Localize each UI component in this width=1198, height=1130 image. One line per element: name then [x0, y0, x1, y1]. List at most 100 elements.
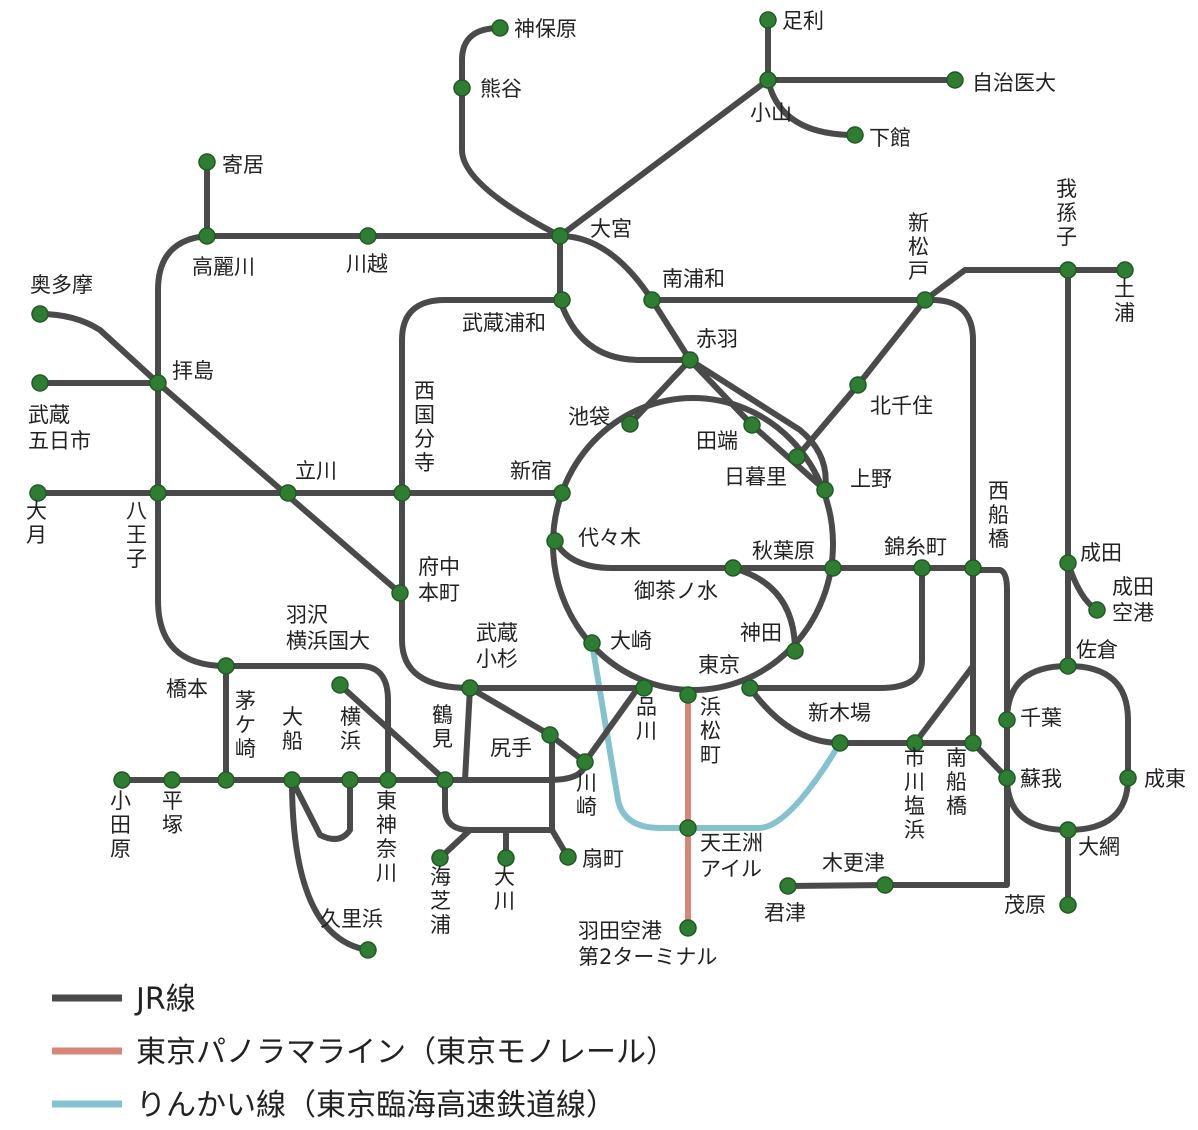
- station-label-akabane: 赤羽: [696, 327, 738, 351]
- station-label-shinjuku: 新宿: [510, 459, 552, 483]
- station-label-soga: 蘇我: [1020, 767, 1062, 791]
- station-label-ochanomizu: 御茶ノ水: [634, 579, 718, 603]
- station-label-okutama: 奥多摩: [30, 273, 93, 297]
- station-dot: [379, 771, 397, 789]
- station-label-narita: 成田: [1080, 541, 1122, 565]
- station-dot: [759, 71, 777, 89]
- jr-lines: [35, 17, 1131, 953]
- station-label-okawa: 大川: [494, 865, 515, 913]
- station-dot: [279, 484, 297, 502]
- station-dot: [1059, 261, 1077, 279]
- station-label-musashiurawa: 武蔵浦和: [462, 311, 546, 335]
- station-dot: [359, 227, 377, 245]
- station-label-oami: 大網: [1078, 835, 1120, 859]
- station-dot: [453, 79, 471, 97]
- station-dot: [779, 877, 797, 895]
- station-dot: [849, 376, 867, 394]
- station-label-shinkiba: 新木場: [808, 701, 871, 725]
- station-dot: [551, 227, 569, 245]
- station-dot: [998, 711, 1016, 729]
- ochanomizu-branch: [730, 565, 798, 654]
- station-label-nishifunabashi: 西船橋: [988, 479, 1009, 551]
- station-label-odawara: 小田原: [110, 789, 131, 861]
- station-dot: [393, 484, 411, 502]
- station-label-hiratsuka: 平塚: [162, 789, 183, 837]
- station-dot: [876, 876, 894, 894]
- station-dot: [679, 686, 697, 704]
- station-dot: [906, 734, 924, 752]
- station-label-otsuki: 大月: [26, 499, 47, 547]
- station-dot: [1116, 261, 1134, 279]
- station-dot: [113, 771, 131, 789]
- station-label-fuchuhonmachi: 府中本町: [418, 555, 460, 605]
- itsukaichi-line: [37, 380, 403, 596]
- station-dot: [541, 726, 559, 744]
- station-label-komagawa: 高麗川: [192, 255, 255, 279]
- station-dot: [149, 484, 167, 502]
- station-label-shinmatsudo: 新松戸: [908, 211, 929, 283]
- keiyo-line: [747, 685, 1010, 781]
- keiyo-branch: [912, 663, 976, 746]
- station-label-ueno: 上野: [850, 467, 892, 491]
- keiyo-loop: [747, 565, 925, 691]
- station-dot: [998, 769, 1016, 787]
- station-dot: [1119, 769, 1137, 787]
- station-label-akihabara: 秋葉原: [752, 539, 815, 563]
- station-label-haneda_t2: 羽田空港第2ターミナル: [578, 919, 717, 969]
- station-dot: [1059, 821, 1077, 839]
- joban-line: [794, 267, 1128, 669]
- station-label-kinshicho: 錦糸町: [884, 535, 947, 559]
- station-dot: [553, 291, 571, 309]
- station-label-tsurumi: 鶴見: [432, 703, 453, 751]
- station-dot: [359, 941, 377, 959]
- station-dot: [679, 919, 697, 937]
- station-dot: [635, 679, 653, 697]
- station-label-ikebukuro: 池袋: [568, 405, 610, 429]
- station-label-kimitsu: 君津: [764, 901, 806, 925]
- station-label-abiko: 我孫子: [1056, 177, 1077, 249]
- station-label-kawasaki: 川崎: [576, 771, 597, 819]
- tsurumi-line: [437, 685, 571, 861]
- station-dot: [163, 771, 181, 789]
- station-label-kitasenju: 北千住: [870, 394, 933, 418]
- station-label-tabata: 田端: [696, 429, 738, 453]
- station-dot: [681, 351, 699, 369]
- station-label-kumagaya: 熊谷: [480, 77, 522, 101]
- station-dot: [341, 771, 359, 789]
- station-label-jichiidai: 自治医大: [972, 71, 1056, 95]
- station-dot: [816, 481, 834, 499]
- station-label-kisarazu: 木更津: [822, 851, 885, 875]
- rinkai-line: [589, 640, 843, 831]
- station-label-jinbohara: 神保原: [514, 17, 577, 41]
- station-dot: [786, 642, 804, 660]
- station-dot: [331, 676, 349, 694]
- station-dot: [964, 734, 982, 752]
- station-label-minamifunabashi: 南船橋: [946, 746, 967, 818]
- station-label-kanda: 神田: [740, 621, 782, 645]
- station-label-hachioji: 八王子: [126, 499, 147, 571]
- station-label-ashikaga: 足利: [782, 9, 824, 33]
- station-dot: [576, 753, 594, 771]
- station-label-yoyogi: 代々木: [578, 526, 641, 550]
- station-label-nippori: 日暮里: [724, 465, 787, 489]
- outer-loop-left: [399, 297, 641, 691]
- station-dot: [846, 126, 864, 144]
- station-dot: [743, 416, 761, 434]
- station-label-ogimachi: 扇町: [582, 847, 624, 871]
- tohoku-line: [557, 233, 828, 493]
- station-dot: [946, 71, 964, 89]
- tokaido-line: [119, 685, 641, 783]
- station-label-haijima: 拝島: [172, 359, 214, 383]
- station-label-ofuna: 大船: [282, 705, 303, 753]
- station-dot: [913, 559, 931, 577]
- station-dot: [643, 291, 661, 309]
- station-label-tachikawa: 立川: [295, 459, 337, 483]
- station-label-ichikawashiohama: 市川塩浜: [904, 746, 925, 842]
- station-dot: [283, 771, 301, 789]
- station-dot: [31, 305, 49, 323]
- station-label-mobara: 茂原: [1004, 893, 1046, 917]
- sakura-loop: [1004, 663, 1131, 833]
- station-label-shiriteuchi: 尻手: [490, 736, 532, 760]
- station-dot: [759, 11, 777, 29]
- station-dot: [198, 227, 216, 245]
